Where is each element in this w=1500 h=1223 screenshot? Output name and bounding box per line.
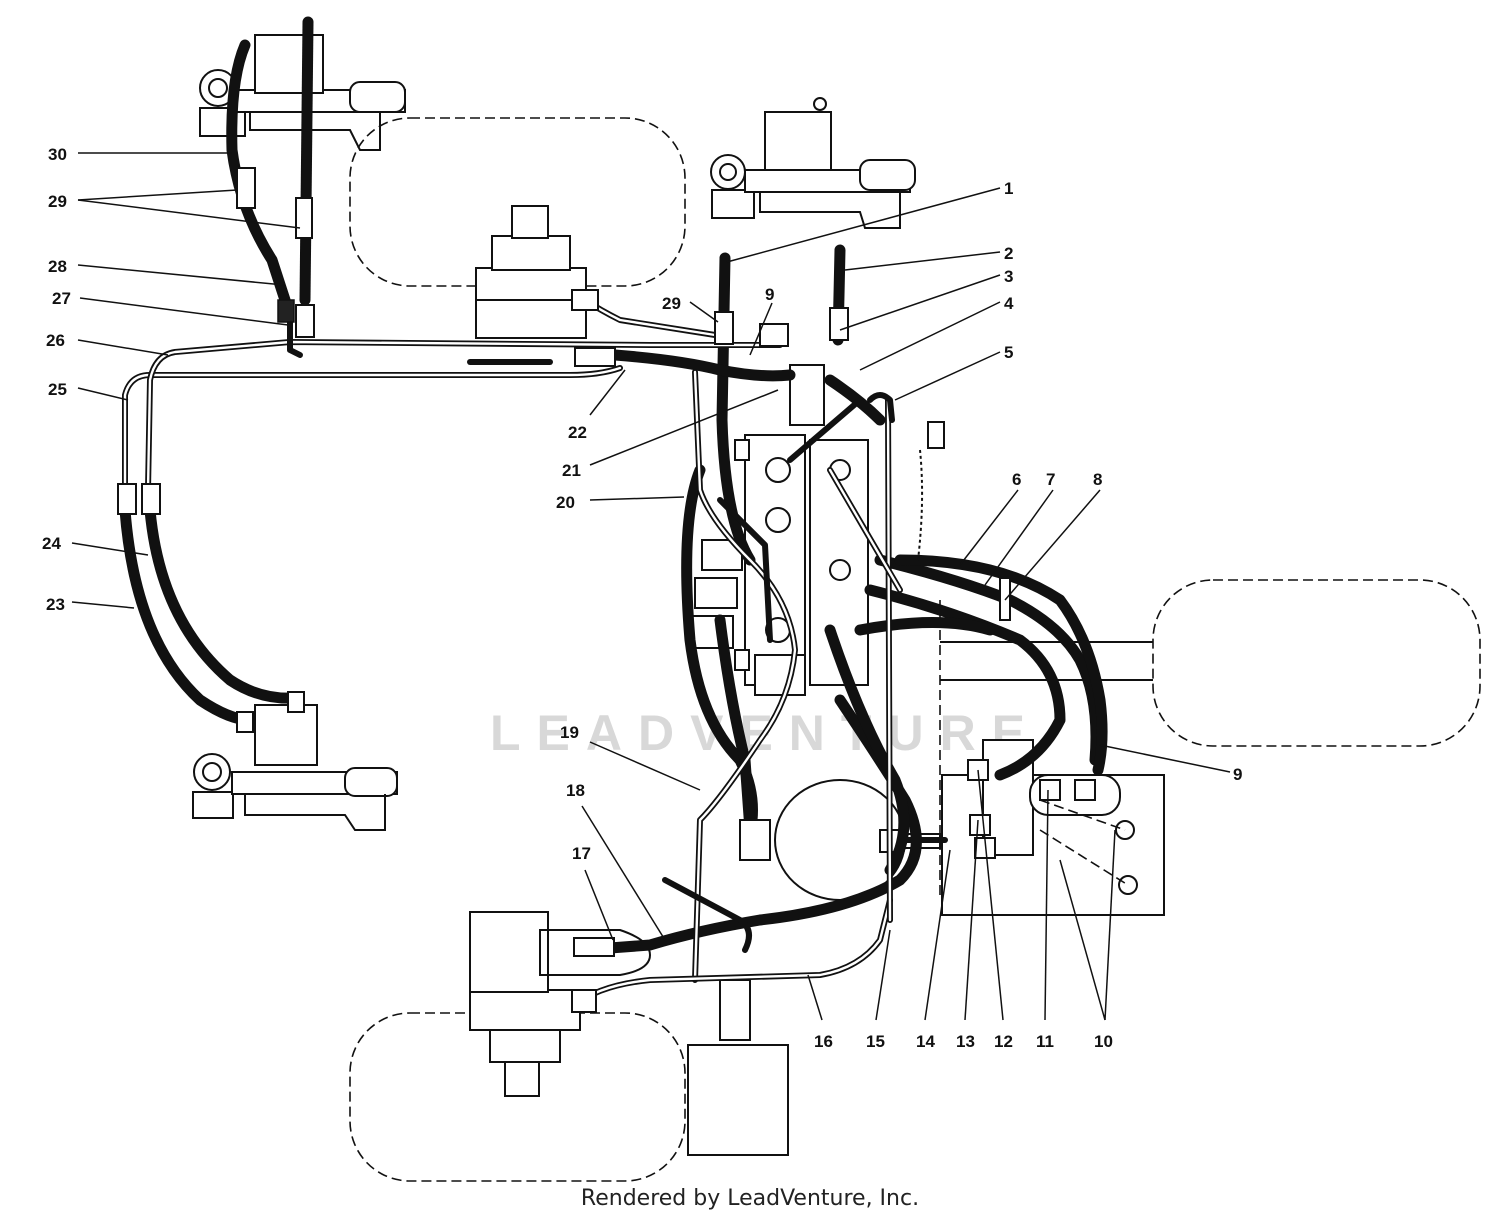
callout-11: 11 <box>1036 1032 1054 1051</box>
callout-13: 13 <box>956 1032 975 1051</box>
callout-9-top: 9 <box>765 285 774 304</box>
callout-5: 5 <box>1004 343 1013 362</box>
spring-cable <box>917 421 945 561</box>
callout-30: 30 <box>48 145 67 164</box>
callout-25: 25 <box>48 380 67 399</box>
callout-3: 3 <box>1004 267 1013 286</box>
callout-12: 12 <box>994 1032 1013 1051</box>
callout-9-right: 9 <box>1233 765 1242 784</box>
callout-20: 20 <box>556 493 575 512</box>
callout-26: 26 <box>46 331 65 350</box>
render-credit: Rendered by LeadVenture, Inc. <box>580 1186 920 1211</box>
callout-6: 6 <box>1012 470 1021 489</box>
callout-17: 17 <box>572 844 591 863</box>
wheel-motor-bottom-left <box>192 704 398 831</box>
callout-28: 28 <box>48 257 67 276</box>
callout-29-center: 29 <box>662 294 681 313</box>
callout-16: 16 <box>814 1032 833 1051</box>
callout-18: 18 <box>566 781 585 800</box>
callout-8: 8 <box>1093 470 1102 489</box>
leader-lines <box>71 152 1231 1021</box>
callout-7: 7 <box>1046 470 1055 489</box>
callout-23: 23 <box>46 595 65 614</box>
callout-2: 2 <box>1004 244 1013 263</box>
rear-right-tire-outline <box>1152 579 1481 747</box>
control-valve-block <box>687 364 869 696</box>
fittings <box>117 167 1096 1013</box>
callout-4: 4 <box>1004 294 1014 313</box>
callout-labels: 30 29 28 27 26 25 24 23 1 2 3 4 5 9 29 2… <box>42 145 1242 1051</box>
steering-cylinder-bottom <box>469 911 652 1097</box>
callout-1: 1 <box>1004 179 1013 198</box>
driveshaft-center <box>687 979 789 1156</box>
callout-27: 27 <box>52 289 71 308</box>
callout-24: 24 <box>42 534 61 553</box>
callout-22: 22 <box>568 423 587 442</box>
callout-14: 14 <box>916 1032 935 1051</box>
callout-15: 15 <box>866 1032 885 1051</box>
steering-cylinder-top <box>475 205 587 339</box>
callout-29-left: 29 <box>48 192 67 211</box>
watermark: LEADVENTURE <box>490 705 1041 761</box>
steel-tubes <box>122 297 948 1008</box>
callout-19: 19 <box>560 723 579 742</box>
callout-10: 10 <box>1094 1032 1113 1051</box>
wheel-motor-top-right <box>710 97 916 229</box>
hydraulic-hoses <box>119 16 1108 954</box>
callout-21: 21 <box>562 461 581 480</box>
